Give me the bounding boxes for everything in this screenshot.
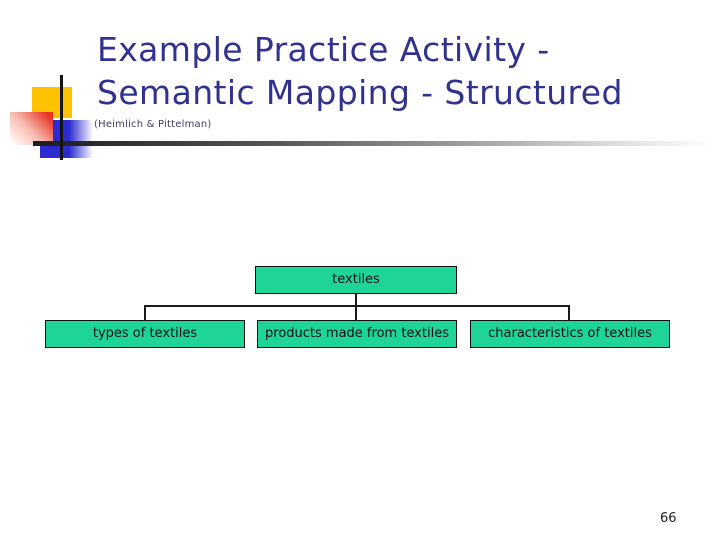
slide-subtitle: (Heimlich & Pittelman) [94,119,212,130]
diagram-node-root: textiles [255,266,457,294]
connector-root-stem [355,294,357,320]
decor-vertical-line [60,75,63,160]
slide-title-line-2: Semantic Mapping - Structured [97,73,623,112]
diagram-node-child-1: types of textiles [45,320,245,348]
page-number: 66 [660,511,677,526]
decor-red-square [10,112,53,145]
slide-title-line-1: Example Practice Activity - [97,30,550,69]
slide-title: Example Practice Activity - Semantic Map… [97,28,623,114]
connector-drop-left [144,305,146,320]
connector-horizontal [144,305,570,307]
diagram-node-child-2: products made from textiles [257,320,457,348]
title-underline-rule [33,141,713,146]
diagram-node-child-3: characteristics of textiles [470,320,670,348]
connector-drop-right [568,305,570,320]
